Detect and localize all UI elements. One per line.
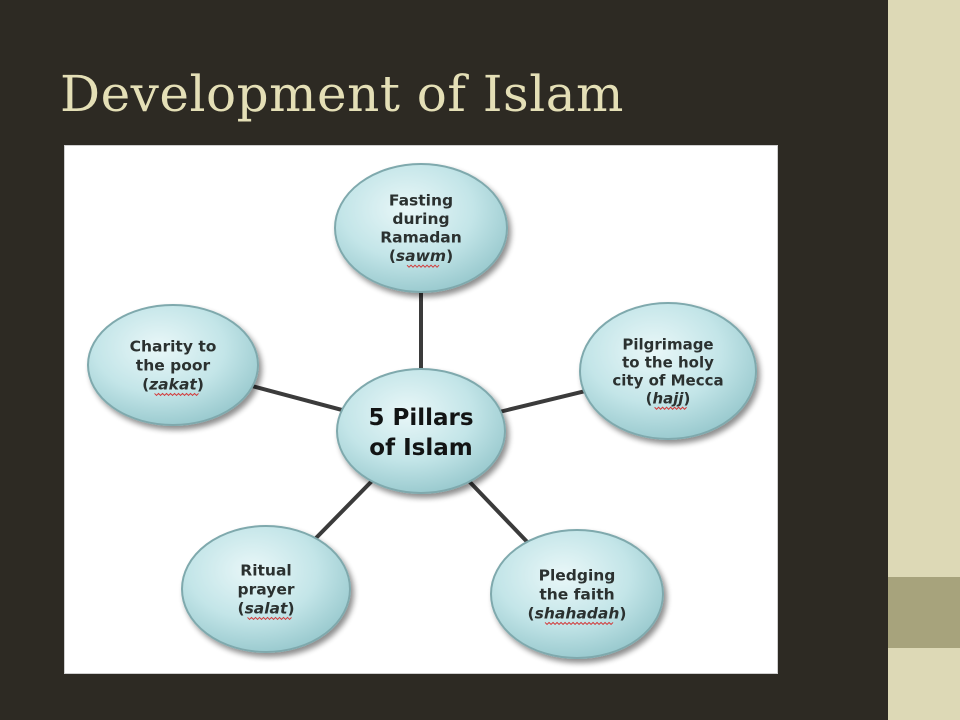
pillar-label-sawm: Fasting xyxy=(389,192,453,210)
pillar-label-sawm: during xyxy=(392,210,449,228)
pillar-label-zakat: Charity to xyxy=(130,337,217,355)
spellcheck-underline-sawm xyxy=(406,264,440,268)
pillar-term-shahadah: (shahadah) xyxy=(528,604,627,622)
pillar-bubble-sawm-shape xyxy=(334,163,508,293)
pillar-label-hajj: Pilgrimage xyxy=(622,335,713,353)
pillar-term-salat: (salat) xyxy=(237,599,294,617)
pillar-bubble-zakat-shape xyxy=(87,304,259,426)
slide-title: Development of Islam xyxy=(60,65,624,123)
center-bubble-shape xyxy=(336,368,506,494)
pillar-bubble-shahadah-shape xyxy=(490,529,664,659)
spellcheck-underline-hajj xyxy=(654,406,687,410)
pillar-label-sawm: Ramadan xyxy=(380,229,462,247)
pillar-label-hajj: to the holy xyxy=(622,353,714,371)
pillar-bubble-hajj-shape xyxy=(579,302,757,440)
pillar-label-shahadah: the faith xyxy=(539,585,614,603)
pillar-term-zakat: (zakat) xyxy=(142,375,204,393)
spellcheck-underline-zakat xyxy=(154,392,199,397)
side-decoration-accent xyxy=(888,577,960,648)
pillar-label-hajj: city of Mecca xyxy=(612,371,723,389)
center-label: 5 Pillars xyxy=(368,405,473,431)
center-label: of Islam xyxy=(369,435,472,461)
pillar-label-zakat: the poor xyxy=(136,356,211,374)
pillar-label-shahadah: Pledging xyxy=(539,566,616,584)
center-node: 5 Pillars of Islam xyxy=(336,368,506,494)
spellcheck-underline-shahadah xyxy=(544,621,614,626)
pillar-label-salat: Ritual xyxy=(240,561,291,579)
pillar-term-hajj: (hajj) xyxy=(646,389,691,407)
pillar-bubble-salat-shape xyxy=(181,525,351,653)
pillar-term-sawm: (sawm) xyxy=(389,247,453,265)
pillar-label-salat: prayer xyxy=(238,580,295,598)
center-bubble: 5 Pillars of Islam xyxy=(336,368,506,494)
spellcheck-underline-salat xyxy=(247,616,292,621)
